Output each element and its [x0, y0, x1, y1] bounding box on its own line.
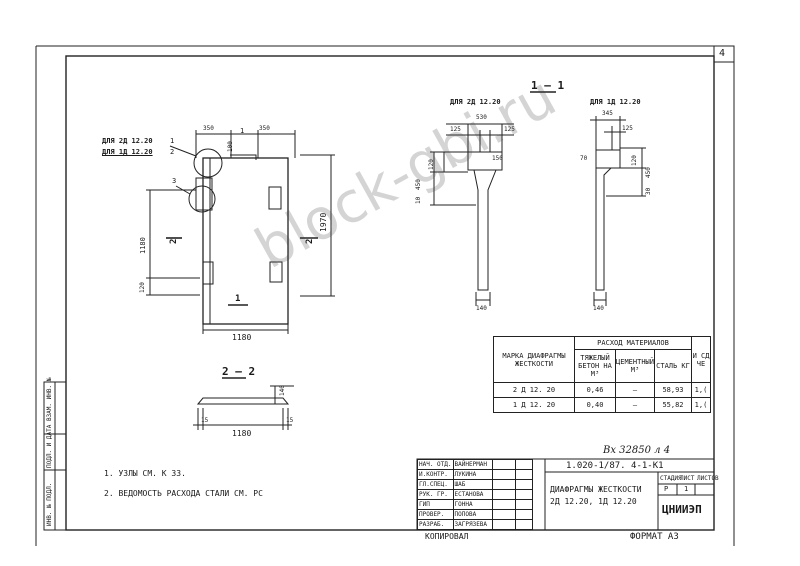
dim-1180-22: 1180 [232, 429, 252, 438]
callout-circle-1 [193, 148, 223, 178]
dim-120: 120 [139, 282, 146, 293]
table-row: 1 Д 12. 20 0,40 — 55,82 1,( [493, 397, 711, 413]
header-steel: СТАЛЬ КГ [654, 349, 692, 383]
dim-120-2d: 120 [428, 159, 435, 170]
header-concrete: ТЯЖЕЛЫЙ БЕТОН НА М³ [574, 349, 616, 383]
organization-name: ЦНИИЭП [662, 503, 702, 516]
dim-530: 530 [476, 114, 487, 121]
stage-value: Р [664, 485, 669, 493]
panel-outline [202, 157, 289, 325]
dim-1970: 1970 [319, 212, 328, 232]
dim-140-2d: 140 [476, 305, 487, 312]
note-1d-label: ДЛЯ 1Д 12.20 [102, 148, 153, 156]
materials-table: МАРКА ДИАФРАГМЫ ЖЕСТКОСТИ РАСХОД МАТЕРИА… [493, 336, 711, 413]
copied-label: КОПИРОВАЛ [425, 532, 469, 541]
dim-30-1d: 30 [645, 187, 652, 195]
header-mark: МАРКА ДИАФРАГМЫ ЖЕСТКОСТИ [493, 336, 575, 383]
header-materials: РАСХОД МАТЕРИАЛОВ [574, 336, 692, 350]
section-1-1-title: 1 — 1 [531, 79, 565, 92]
inventory-number: Вх 32850 л 4 [603, 445, 671, 456]
section-mark-1-bottom: 1 [235, 294, 241, 304]
table-row: 2 Д 12. 20 0,46 — 58,93 1,( [493, 382, 711, 398]
side-stamp-label-lower: ИНВ. № ПОДЛ. [46, 482, 53, 526]
dim-1180-height: 1180 [139, 237, 147, 254]
format-label: ФОРМАТ А3 [630, 532, 679, 542]
section-2-2-title: 2 — 2 [222, 365, 256, 378]
callout-2-label: 2 [170, 148, 175, 156]
dim-150: 150 [492, 155, 503, 162]
document-title: ДИАФРАГМЫ ЖЕСТКОСТИ 2Д 12.20, 1Д 12.20 [550, 485, 642, 506]
dim-15-left: 15 [201, 417, 209, 424]
callout-1-label: 1 [170, 137, 175, 145]
callout-circle-3 [188, 185, 216, 213]
note-2: 2. ВЕДОМОСТЬ РАСХОДА СТАЛИ СМ. РС [104, 489, 263, 498]
header-extra: И СД ЧЕ [691, 336, 711, 383]
dim-15-right: 15 [286, 417, 294, 424]
section-2d-label: ДЛЯ 2Д 12.20 [450, 98, 501, 106]
dim-350-right: 350 [259, 125, 270, 132]
sheet-value: 1 [684, 485, 689, 493]
header-grout: ЦЕМЕНТНЫЙ М³ [615, 349, 655, 383]
dim-140-22: 140 [279, 385, 286, 396]
section-mark-2-left: 2 [169, 238, 179, 244]
dim-125-1d: 125 [622, 125, 633, 132]
section-1d-flange [595, 149, 621, 169]
sheet-number: 4 [719, 48, 726, 59]
section-2d-flange [467, 151, 503, 171]
dim-1180-width: 1180 [232, 333, 252, 342]
section-mark-2-right: 2 [305, 238, 315, 244]
side-stamp-label: ПОДЛ. И ДАТА ВЗАМ. ИНВ. № [46, 377, 53, 468]
section-1d-label: ДЛЯ 1Д 12.20 [590, 98, 641, 106]
dim-125-right: 125 [504, 126, 515, 133]
stage-header: СТАДИЯ [660, 475, 682, 482]
dim-450-1d: 450 [645, 167, 652, 178]
dim-100: 100 [227, 141, 234, 152]
document-designation: 1.020-1/87. 4-1-К1 [566, 461, 664, 471]
dim-120-1d: 120 [631, 155, 638, 166]
dim-345: 345 [602, 110, 613, 117]
dim-1-label: 1 [240, 127, 245, 135]
sheet-number-box [713, 45, 735, 63]
dim-350-left: 350 [203, 125, 214, 132]
dim-10-2d: 10 [415, 196, 422, 204]
signatures-table: НАЧ. ОТД.ВАЙНЕРМАН И.КОНТР.ЛУКИНА ГЛ.СПЕ… [417, 459, 533, 530]
dim-125-left: 125 [450, 126, 461, 133]
sheet-header: ЛИСТ [680, 475, 695, 482]
section-22-plank [196, 397, 290, 405]
note-1: 1. УЗЛЫ СМ. К 33. [104, 469, 186, 478]
dim-450-2d: 450 [415, 179, 422, 190]
callout-3-label: 3 [172, 177, 177, 185]
note-2d-label: ДЛЯ 2Д 12.20 [102, 137, 153, 145]
sheets-header: ЛИСТОВ [697, 475, 719, 482]
inner-frame [65, 55, 715, 531]
dim-70: 70 [580, 155, 588, 162]
dim-140-1d: 140 [593, 305, 604, 312]
